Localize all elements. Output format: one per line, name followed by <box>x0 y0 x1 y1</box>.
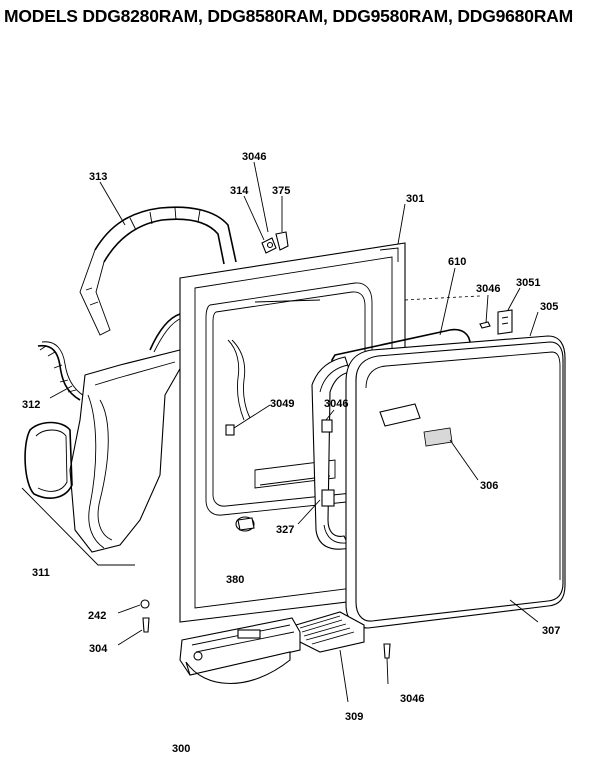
callout-3051: 3051 <box>516 277 540 289</box>
callout-3046: 3046 <box>242 151 266 163</box>
diagram-title: MODELS DDG8280RAM, DDG8580RAM, DDG9580RA… <box>4 6 573 26</box>
callout-313: 313 <box>89 171 107 183</box>
part-3051-hinge <box>479 309 513 335</box>
callout-327: 327 <box>276 524 294 536</box>
callout-304: 304 <box>89 643 108 655</box>
part-300-control-panel <box>179 617 301 685</box>
part-327-knob <box>235 516 255 532</box>
part-313-bracket <box>79 206 237 336</box>
callout-3046: 3046 <box>476 283 500 295</box>
callout-375: 375 <box>272 185 290 197</box>
callout-labels: 3046 313 314 375 301 610 3046 3051 305 3… <box>22 151 560 755</box>
callout-3046: 3046 <box>400 693 424 705</box>
callout-311: 311 <box>32 567 50 579</box>
part-3046d-screw <box>383 643 391 659</box>
part-314-375-switch <box>261 231 289 254</box>
callout-242: 242 <box>88 610 106 622</box>
part-242-screw <box>140 599 150 609</box>
callout-3046: 3046 <box>324 398 348 410</box>
callout-380: 380 <box>226 574 244 586</box>
part-305-307-door <box>345 335 566 629</box>
callout-610: 610 <box>448 256 466 268</box>
callout-312: 312 <box>22 399 40 411</box>
part-312-harness <box>37 313 183 401</box>
callout-301: 301 <box>406 193 424 205</box>
callout-300: 300 <box>172 743 190 755</box>
leader-lines <box>49 161 539 703</box>
callout-3049: 3049 <box>270 398 294 410</box>
part-311-front-bulkhead <box>21 349 186 566</box>
callout-306: 306 <box>480 480 498 492</box>
callout-314: 314 <box>230 185 249 197</box>
callout-307: 307 <box>542 625 560 637</box>
callout-305: 305 <box>540 301 558 313</box>
callout-309: 309 <box>345 711 363 723</box>
part-304-screw <box>142 617 150 633</box>
